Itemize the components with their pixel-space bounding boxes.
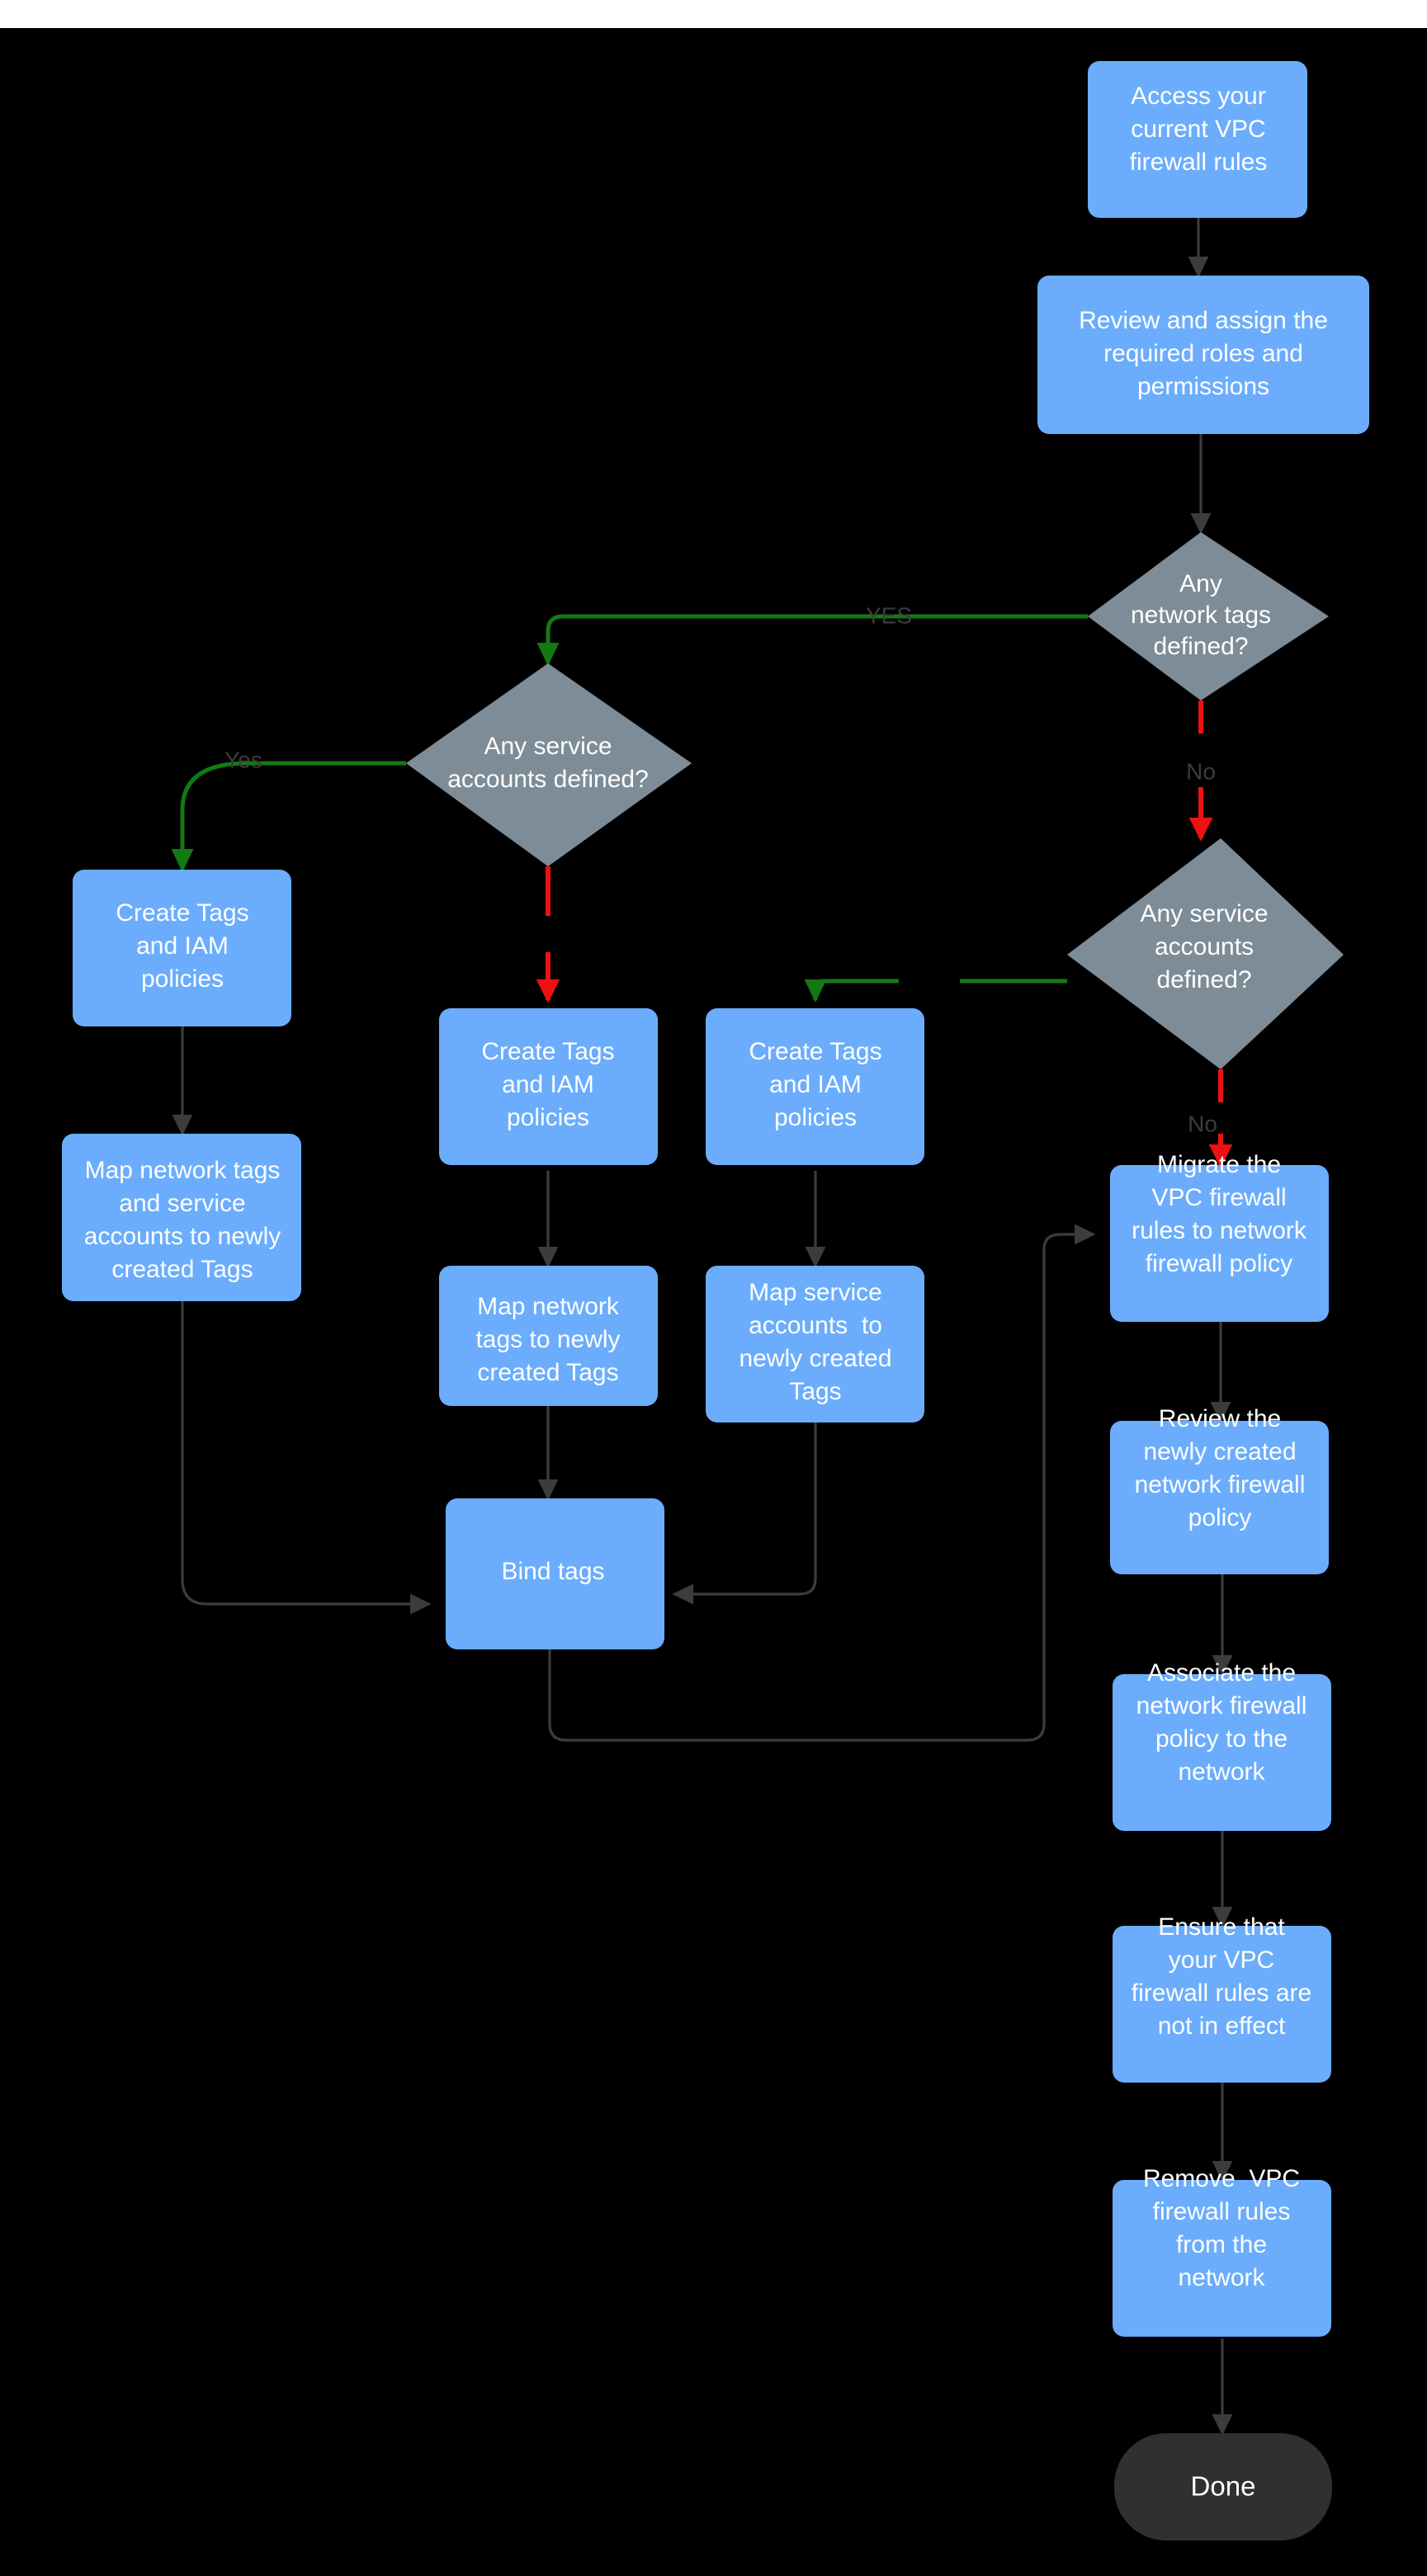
node-review-roles-line-1: Review and assign the xyxy=(1079,307,1328,334)
node-migrate-rules-line-4: firewall policy xyxy=(1146,1250,1292,1277)
node-map-tags-and-accounts-line-3: accounts to newly xyxy=(84,1223,281,1250)
node-decision-service-accounts-right-line-1: Any service xyxy=(1140,900,1268,927)
node-associate-policy-line-1: Associate the xyxy=(1147,1659,1296,1687)
node-decision-service-accounts-right[interactable]: Any service accounts defined? xyxy=(1067,838,1344,1069)
node-map-network-tags[interactable]: Map network tags to newly created Tags xyxy=(439,1266,658,1406)
node-remove-rules[interactable]: Remove VPC firewall rules from the netwo… xyxy=(1113,2165,1331,2337)
node-migrate-rules-line-3: rules to network xyxy=(1132,1217,1307,1244)
node-ensure-line-2: your VPC xyxy=(1169,1946,1274,1974)
node-review-roles-line-2: required roles and xyxy=(1103,340,1303,367)
node-associate-policy-line-2: network firewall xyxy=(1136,1692,1307,1720)
node-access-vpc-line-1: Access your xyxy=(1131,83,1265,110)
node-remove-rules-line-4: network xyxy=(1178,2264,1265,2291)
flowchart-svg: YES No Yes No xyxy=(62,61,1369,2541)
node-review-roles[interactable]: Review and assign the required roles and… xyxy=(1037,276,1369,434)
node-map-service-accounts-line-3: newly created xyxy=(739,1345,891,1372)
node-ensure-line-3: firewall rules are xyxy=(1132,1979,1311,2007)
node-ensure-line-1: Ensure that xyxy=(1158,1913,1285,1941)
node-create-tags-middle-line-2: and IAM xyxy=(502,1071,594,1098)
node-map-tags-and-accounts-line-1: Map network tags xyxy=(85,1157,281,1184)
node-remove-rules-line-1: Remove VPC xyxy=(1143,2165,1300,2192)
node-decision-service-accounts-right-line-3: defined? xyxy=(1156,966,1251,993)
edge-map-service-accounts-to-bind-tags xyxy=(672,1404,817,1605)
node-create-tags-middle[interactable]: Create Tags and IAM policies xyxy=(439,1008,658,1165)
node-ensure-line-4: not in effect xyxy=(1158,2012,1286,2040)
node-migrate-rules-line-1: Migrate the xyxy=(1157,1151,1281,1178)
node-done-label: Done xyxy=(1191,2471,1256,2502)
node-map-network-tags-line-2: tags to newly xyxy=(475,1326,620,1353)
edge-label-network-tags-no: No xyxy=(1186,758,1216,784)
node-create-tags-left-line-1: Create Tags xyxy=(116,899,248,927)
node-decision-service-accounts-left-line-1: Any service xyxy=(484,733,612,760)
node-map-service-accounts-line-2: accounts to xyxy=(749,1312,882,1339)
node-access-vpc-line-3: firewall rules xyxy=(1130,149,1268,176)
node-remove-rules-line-3: from the xyxy=(1176,2231,1267,2258)
edge-bind-tags-to-migrate xyxy=(548,1224,1096,1742)
node-map-tags-and-accounts-line-4: created Tags xyxy=(111,1256,253,1283)
node-access-vpc[interactable]: Access your current VPC firewall rules xyxy=(1088,61,1307,218)
node-review-policy-line-2: newly created xyxy=(1143,1438,1296,1465)
node-create-tags-right-line-1: Create Tags xyxy=(749,1038,881,1065)
node-associate-policy-line-4: network xyxy=(1178,1758,1265,1786)
node-map-tags-and-accounts-line-2: and service xyxy=(119,1190,245,1217)
edge-label-network-tags-yes: YES xyxy=(866,602,912,628)
node-review-policy-line-4: policy xyxy=(1188,1504,1252,1531)
node-decision-service-accounts-right-line-2: accounts xyxy=(1155,933,1254,960)
node-create-tags-right-line-2: and IAM xyxy=(769,1071,862,1098)
edge-label-service-accounts-left-yes: Yes xyxy=(224,747,262,772)
edge-network-tags-yes xyxy=(536,614,1088,666)
edge-service-accounts-right-yes-seg2 xyxy=(804,979,899,1003)
node-bind-tags[interactable]: Bind tags xyxy=(446,1498,664,1649)
node-done[interactable]: Done xyxy=(1114,2433,1332,2541)
node-associate-policy[interactable]: Associate the network firewall policy to… xyxy=(1113,1659,1331,1831)
node-access-vpc-line-2: current VPC xyxy=(1131,116,1265,143)
node-create-tags-middle-line-1: Create Tags xyxy=(481,1038,614,1065)
node-map-service-accounts-line-4: Tags xyxy=(789,1378,841,1405)
node-decision-network-tags[interactable]: Any network tags defined? xyxy=(1088,532,1329,701)
node-map-tags-and-accounts[interactable]: Map network tags and service accounts to… xyxy=(62,1134,301,1301)
node-create-tags-left[interactable]: Create Tags and IAM policies xyxy=(73,870,291,1026)
node-ensure-not-in-effect[interactable]: Ensure that your VPC firewall rules are … xyxy=(1113,1913,1331,2083)
node-create-tags-right[interactable]: Create Tags and IAM policies xyxy=(706,1008,924,1165)
node-review-policy-line-3: network firewall xyxy=(1135,1471,1306,1498)
node-create-tags-right-line-3: policies xyxy=(774,1104,857,1131)
node-decision-network-tags-line-1: Any xyxy=(1179,570,1222,597)
node-create-tags-middle-line-3: policies xyxy=(507,1104,589,1131)
node-decision-network-tags-line-3: defined? xyxy=(1153,633,1248,660)
node-migrate-rules-line-2: VPC firewall xyxy=(1151,1184,1286,1211)
flowchart-stage: YES No Yes No xyxy=(0,28,1427,2576)
edge-map-tags-to-bind-tags xyxy=(181,1301,432,1615)
node-create-tags-left-line-3: policies xyxy=(141,965,224,993)
node-map-service-accounts-line-1: Map service xyxy=(749,1279,882,1306)
node-decision-service-accounts-left-line-2: accounts defined? xyxy=(447,766,649,793)
edge-label-service-accounts-right-no: No xyxy=(1188,1111,1217,1136)
node-map-network-tags-line-1: Map network xyxy=(477,1293,620,1320)
node-bind-tags-label: Bind tags xyxy=(501,1558,604,1585)
node-migrate-rules[interactable]: Migrate the VPC firewall rules to networ… xyxy=(1110,1151,1329,1322)
node-review-policy[interactable]: Review the newly created network firewal… xyxy=(1110,1405,1329,1574)
node-create-tags-left-line-2: and IAM xyxy=(136,932,229,960)
node-map-network-tags-line-3: created Tags xyxy=(477,1359,618,1386)
node-review-policy-line-1: Review the xyxy=(1159,1405,1281,1432)
node-associate-policy-line-3: policy to the xyxy=(1155,1725,1288,1753)
node-decision-network-tags-line-2: network tags xyxy=(1131,602,1271,629)
node-map-service-accounts[interactable]: Map service accounts to newly created Ta… xyxy=(706,1266,924,1422)
edge-service-accounts-left-yes xyxy=(171,761,406,872)
node-decision-service-accounts-left[interactable]: Any service accounts defined? xyxy=(406,663,692,866)
node-review-roles-line-3: permissions xyxy=(1137,373,1269,400)
node-remove-rules-line-2: firewall rules xyxy=(1153,2198,1291,2225)
